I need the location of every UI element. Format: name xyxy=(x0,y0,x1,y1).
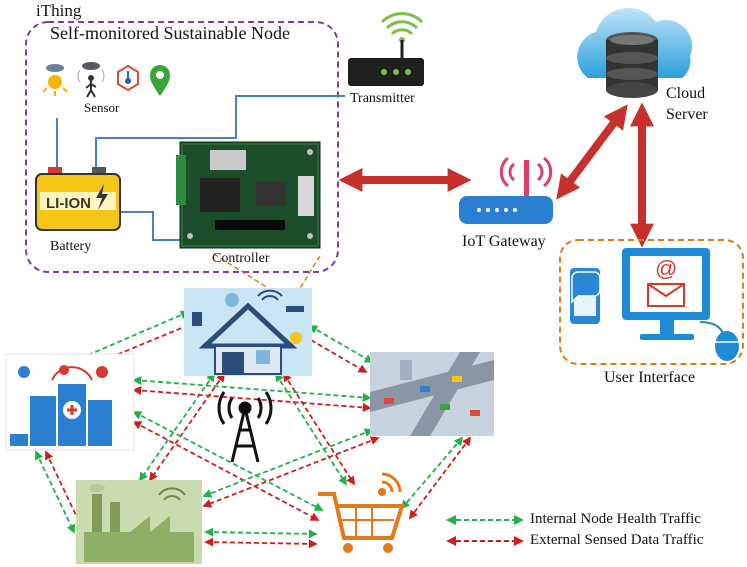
motion-sensor-icon xyxy=(77,62,105,98)
cell-tower-icon xyxy=(217,391,273,463)
external-traffic-factory-cart xyxy=(204,537,318,549)
cloud-server-icon xyxy=(577,7,692,98)
cloud-label-line2: Server xyxy=(666,106,708,123)
transmitter-label: Transmitter xyxy=(350,91,415,106)
light-bulb-icon xyxy=(42,64,68,96)
internal-traffic-factory-cart xyxy=(204,527,318,539)
controller-label: Controller xyxy=(212,251,270,266)
sensor-icons xyxy=(42,62,170,98)
gateway-cloud-link xyxy=(556,104,628,200)
phone-icon xyxy=(570,268,601,324)
transmitter-router-icon xyxy=(348,12,424,86)
legend-internal-label: Internal Node Health Traffic xyxy=(530,511,701,527)
internal-traffic-city-factory xyxy=(202,428,374,498)
sms-text: sms xyxy=(575,284,598,296)
internal-traffic-home-cart xyxy=(275,372,347,486)
battery-text: LI-ION xyxy=(46,195,91,212)
computer-monitor-icon xyxy=(622,248,710,340)
battery-label: Battery xyxy=(50,239,92,254)
external-traffic-home-cart xyxy=(283,372,355,486)
cloud-label-line1: Cloud xyxy=(666,85,706,102)
external-traffic-home-city xyxy=(302,335,368,373)
temperature-sensor-icon xyxy=(117,64,139,92)
internal-traffic-hospital-city xyxy=(132,376,372,402)
hospital-node xyxy=(5,353,135,451)
smart-home-node xyxy=(184,288,312,376)
internal-traffic-home-factory xyxy=(138,372,216,482)
traffic-links xyxy=(35,310,472,549)
smart-city-node xyxy=(370,352,494,436)
external-traffic-hospital-city xyxy=(132,386,372,412)
ithing-node-box xyxy=(25,21,339,273)
user-interface-box xyxy=(559,239,744,365)
ithing-subtitle: Self-monitored Sustainable Node xyxy=(50,23,290,43)
iot-gateway-label: IoT Gateway xyxy=(462,233,546,250)
sensor-label: Sensor xyxy=(84,100,120,115)
legend-external-label: External Sensed Data Traffic xyxy=(530,532,704,548)
external-traffic-city-factory xyxy=(202,436,380,508)
location-pin-icon xyxy=(150,65,170,96)
mouse-icon xyxy=(699,321,739,361)
factory-node xyxy=(76,480,202,564)
user-interface-label: User Interface xyxy=(604,369,696,386)
shopping-cart-node xyxy=(318,472,405,553)
email-symbol: @ xyxy=(655,256,678,281)
controller-board-icon xyxy=(176,141,321,249)
internal-traffic-hospital-factory xyxy=(35,450,75,534)
internal-traffic-city-cart xyxy=(400,436,464,510)
ithing-title: iThing xyxy=(36,1,82,20)
battery-icon xyxy=(35,167,121,231)
internal-wiring xyxy=(56,95,345,241)
external-traffic-city-cart xyxy=(408,436,472,520)
ithing-zoom-connector xyxy=(213,253,321,289)
iot-gateway-icon xyxy=(459,156,553,224)
